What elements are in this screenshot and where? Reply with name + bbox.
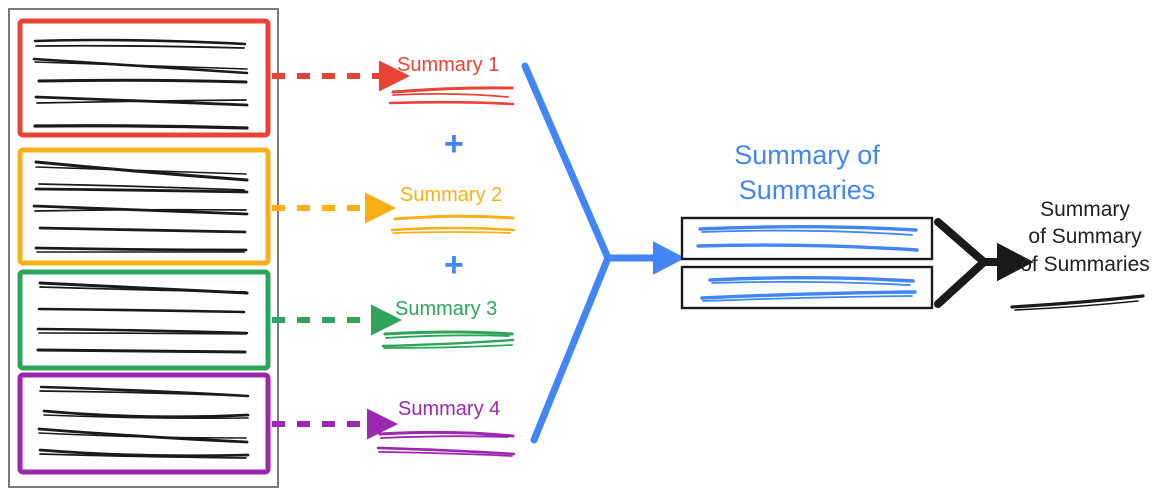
final-output-line [1010,294,1145,311]
final-output-title: Summary of Summary of Summaries [1005,196,1165,278]
summary-2-label: Summary 2 [400,184,503,206]
document-chunk-red [17,18,271,138]
sos-title-line-2: Summaries [738,174,876,205]
source-document-outer-box [8,8,279,488]
document-chunk-orange [17,147,271,266]
merge-arrow-black [934,218,988,308]
summary-4-label: Summary 4 [398,398,501,420]
summary-1-lines [388,86,515,106]
sos-box-2 [680,265,934,310]
summary-3-label: Summary 3 [395,298,498,320]
document-chunk-purple [17,372,271,475]
final-title-line-3: of Summaries [1020,252,1150,276]
final-title-line-2: of Summary [1028,225,1142,249]
plus-operator-2: + [444,246,464,284]
final-title-line-1: Summary [1040,198,1130,221]
sos-title-line-1: Summary of [734,140,880,170]
document-chunk-green [17,269,271,371]
merge-arrow-blue [521,62,612,444]
summary-of-summaries-title: Summary of Summaries [682,138,932,207]
sos-box-1 [680,216,934,261]
plus-operator-1: + [444,125,464,163]
summary-1-label: Summary 1 [397,54,500,76]
summary-2-lines [390,214,516,234]
summary-4-lines [376,430,516,457]
summary-3-lines [381,330,515,349]
